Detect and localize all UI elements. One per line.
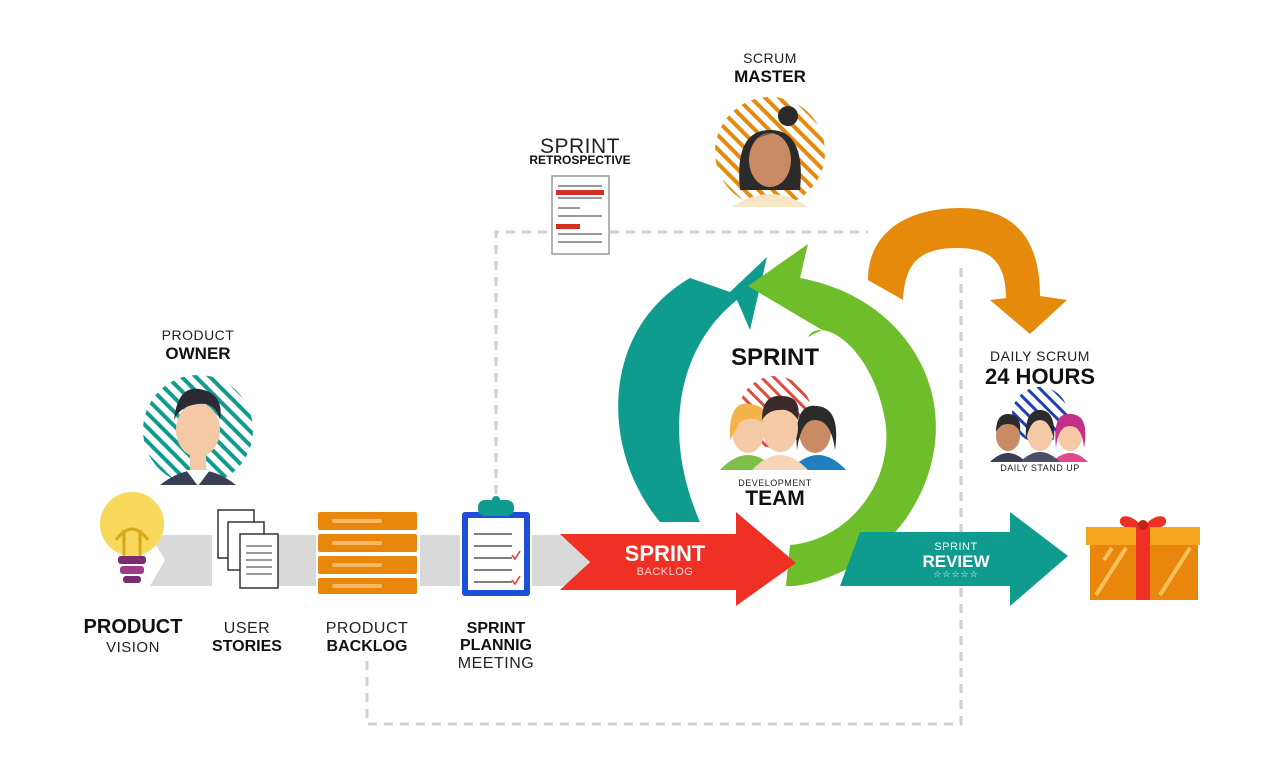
product-vision-label-bottom: VISION [106, 639, 160, 656]
daily-scrum-label-bottom: 24 HOURS [984, 364, 1096, 389]
daily-scrum-orange-arrow [868, 208, 1067, 334]
scrum-master-label-bottom: MASTER [734, 67, 806, 86]
gift-icon [1086, 516, 1200, 600]
sprint-review-label-top: SPRINT [934, 541, 978, 553]
dev-team-avatar [720, 376, 846, 470]
sprint-review-label-bottom: REVIEW [922, 552, 990, 571]
user-stories-label-top: USER [223, 620, 271, 637]
documents-icon [217, 509, 279, 589]
dev-team-label-top: DEVELOPMENT [738, 478, 812, 488]
retro-label-bottom: RETROSPECTIVE [529, 153, 631, 167]
planning-label-line1: SPRINT [466, 620, 526, 637]
planning-label-line3: MEETING [457, 655, 535, 672]
daily-standup-label: DAILY STAND UP [1000, 463, 1080, 473]
dev-team-label-bottom: TEAM [745, 487, 805, 510]
planning-label-line2: PLANNIG [460, 637, 532, 654]
scrum-master-avatar [715, 97, 825, 207]
dashed-connector-lines [365, 230, 963, 726]
sprint-backlog-red-arrow [560, 512, 796, 606]
sprint-backlog-label-bottom: BACKLOG [636, 566, 694, 578]
product-owner-avatar [143, 375, 253, 486]
sprint-cycle-teal-arrow [618, 257, 767, 522]
product-backlog-label-top: PRODUCT [325, 620, 409, 637]
product-owner-label-bottom: OWNER [165, 344, 231, 363]
sprint-review-teal-arrow [840, 512, 1068, 606]
product-owner-label-top: PRODUCT [161, 327, 235, 343]
scrum-master-label-top: SCRUM [743, 50, 797, 66]
server-stack-icon [318, 512, 417, 594]
clipboard-icon [462, 496, 530, 596]
standup-avatar [990, 387, 1088, 462]
sprint-backlog-label-top: SPRINT [624, 541, 706, 566]
product-backlog-label-bottom: BACKLOG [326, 638, 408, 655]
retro-label-top: SPRINT [539, 135, 620, 158]
lightbulb-icon [100, 492, 164, 583]
sprint-cycle-green-arrow [748, 244, 936, 587]
sprint-review-stars: ☆☆☆☆☆ [933, 569, 979, 579]
user-stories-label-bottom: STORIES [212, 638, 282, 655]
sprint-center-label: SPRINT [730, 344, 819, 371]
product-vision-label-top: PRODUCT [83, 616, 183, 638]
daily-scrum-label-top: DAILY SCRUM [990, 348, 1090, 364]
report-icon [551, 175, 610, 255]
